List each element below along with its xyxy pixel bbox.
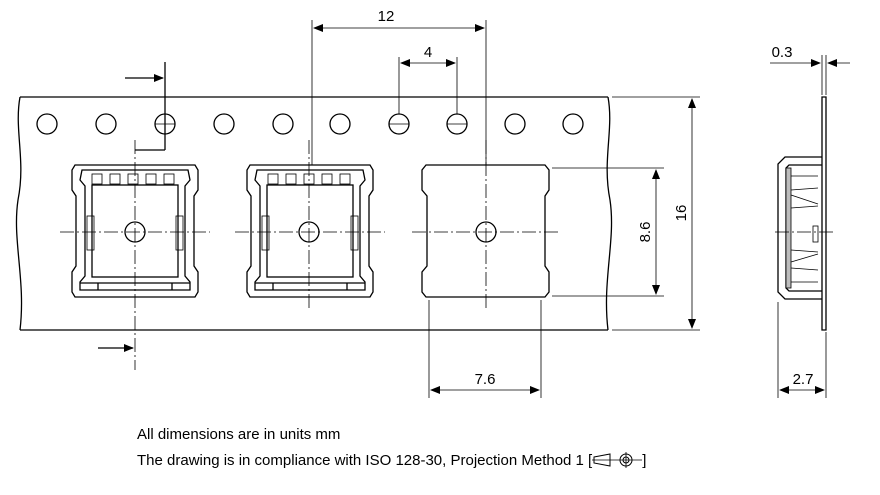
first-angle-projection-icon — [592, 452, 643, 468]
dimension-pocket-depth: 2.7 — [777, 302, 827, 398]
sprocket-holes — [36, 113, 584, 135]
dimension-pocket-width: 7.6 — [428, 300, 542, 398]
feed-direction-markers — [98, 62, 166, 352]
center-lines — [60, 140, 560, 370]
dimension-pitch: 12 — [311, 8, 487, 165]
compliance-note: The drawing is in compliance with ISO 12… — [137, 452, 646, 469]
dimension-width: 16 — [612, 96, 700, 331]
compliance-text-end: ] — [642, 452, 647, 469]
dimension-label-hole-pitch: 4 — [424, 44, 432, 61]
dimension-label-pocket-width: 7.6 — [475, 371, 496, 388]
empty-pocket — [421, 164, 550, 298]
pocket-with-component-2 — [246, 164, 374, 298]
dimension-hole-pitch: 4 — [398, 44, 458, 114]
pocket-with-component-1 — [71, 164, 199, 298]
carrier-tape — [15, 96, 613, 331]
dimension-label-pocket-height: 8.6 — [637, 222, 654, 243]
dimension-label-tape-thickness: 0.3 — [772, 44, 793, 61]
dimension-label-width: 16 — [673, 205, 690, 222]
dimension-tape-thickness: 0.3 — [770, 44, 850, 95]
units-note: All dimensions are in units mm — [137, 426, 341, 443]
dimension-label-pocket-depth: 2.7 — [793, 371, 814, 388]
tape-side-view — [775, 96, 835, 331]
dimension-pocket-height: 8.6 — [552, 167, 664, 297]
dimension-label-pitch: 12 — [378, 8, 395, 25]
compliance-text: The drawing is in compliance with ISO 12… — [137, 452, 593, 469]
